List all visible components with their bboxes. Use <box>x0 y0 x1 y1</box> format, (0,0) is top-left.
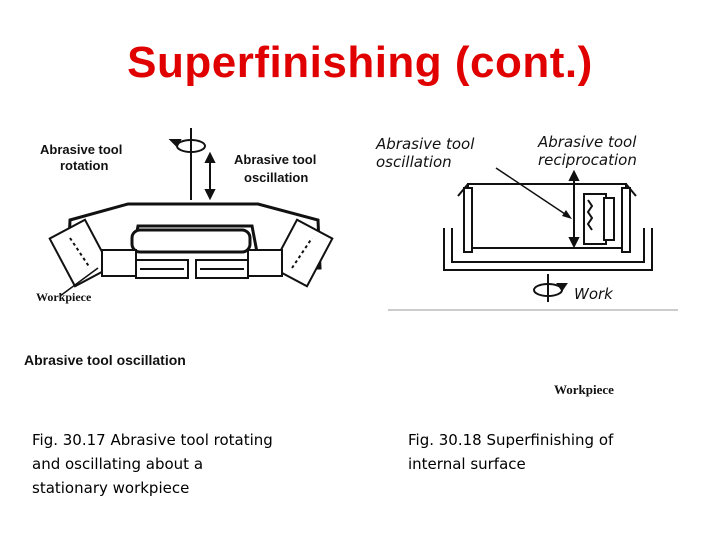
diagram-rotating-tool <box>48 128 334 297</box>
slide-title: Superfinishing (cont.) <box>127 38 593 87</box>
label-rotation-line1: Abrasive tool <box>40 142 123 157</box>
label-workpiece-left: Workpiece <box>36 290 92 304</box>
caption-right-line1: Fig. 30.18 Superfinishing of <box>408 431 614 449</box>
figure-internal-surface: Abrasive tool oscillation Abrasive tool … <box>368 124 683 400</box>
label-rotation-line2: rotation <box>60 158 109 173</box>
caption-left-line3: stationary workpiece <box>32 479 190 497</box>
workpiece-pointer-line <box>59 267 99 297</box>
label-abrasive-tool-oscillation-line1: Abrasive tool <box>376 135 475 153</box>
abrasive-stones-right <box>247 218 334 288</box>
caption-right-line2: internal surface <box>408 455 526 473</box>
label-abrasive-tool-oscillation-line2: oscillation <box>376 153 452 171</box>
caption-left-line1: Fig. 30.17 Abrasive tool rotating <box>32 431 273 449</box>
label-abrasive-tool-reciprocation-line2: reciprocation <box>538 151 637 169</box>
label-oscillation-line2: oscillation <box>244 170 309 185</box>
rotation-arrow-icon <box>168 128 206 200</box>
workpiece-blocks <box>135 259 249 279</box>
label-work: Work <box>574 285 613 303</box>
caption-left-line2: and oscillating about a <box>32 455 204 473</box>
label-abrasive-tool-oscillation: Abrasive tool oscillation <box>24 352 186 368</box>
label-oscillation-line1: Abrasive tool <box>234 152 317 167</box>
oscillation-pointer-arrowhead <box>562 210 572 219</box>
work-rotation-icon <box>533 274 568 302</box>
reciprocation-arrow-icon <box>568 169 580 249</box>
caption-fig-30-18: Fig. 30.18 Superfinishing of internal su… <box>408 428 613 476</box>
figure-abrasive-rotating: Abrasive tool rotation Abrasive tool osc… <box>20 118 340 378</box>
caption-fig-30-17: Fig. 30.17 Abrasive tool rotating and os… <box>32 428 273 500</box>
oscillation-pointer-line <box>495 167 569 217</box>
abrasive-tool-insert <box>583 193 615 245</box>
workholding-fixture <box>443 228 653 271</box>
diagram-internal-surface <box>388 167 678 311</box>
label-abrasive-tool-reciprocation-line1: Abrasive tool <box>538 133 637 151</box>
oscillation-arrow-icon <box>204 151 216 201</box>
label-workpiece-right: Workpiece <box>554 382 614 397</box>
